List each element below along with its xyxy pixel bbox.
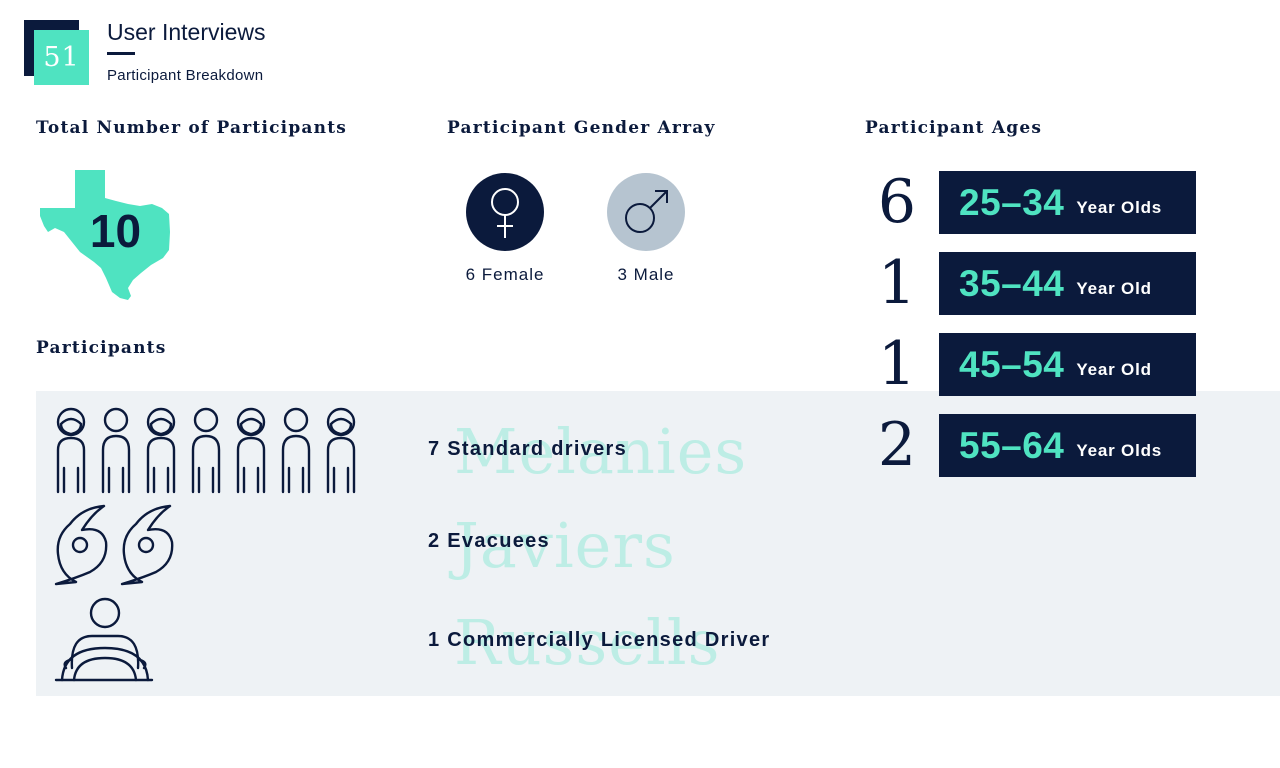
age-unit-3: Year Old	[1076, 359, 1152, 379]
age-range-1: 25–34	[959, 181, 1065, 223]
female-count-label: 6 Female	[465, 265, 545, 284]
total-participants-count: 10	[89, 205, 142, 257]
hurricane-icon	[54, 504, 174, 586]
age-range-4: 55–64	[959, 424, 1065, 466]
page-subtitle: Participant Breakdown	[107, 67, 264, 84]
driver-steering-wheel-icon	[54, 597, 154, 682]
age-unit-2: Year Old	[1076, 278, 1152, 298]
age-count-2: 1	[877, 248, 917, 318]
page-number-badge: 51	[34, 30, 89, 85]
age-unit-1: Year Olds	[1076, 197, 1163, 217]
ghost-name-1: Melanies	[454, 415, 748, 488]
title-divider	[107, 52, 135, 55]
age-count-4: 2	[877, 410, 917, 480]
page-title: User Interviews	[107, 19, 266, 45]
age-count-3: 1	[877, 329, 917, 399]
ghost-name-3: Russells	[454, 606, 721, 679]
age-unit-4: Year Olds	[1076, 440, 1163, 460]
age-count-1: 6	[877, 167, 917, 237]
ghost-name-2: Javiers	[454, 509, 676, 582]
age-range-box-3: 45–54 Year Old	[939, 333, 1196, 396]
male-count-label: 3 Male	[617, 265, 675, 284]
male-icon	[607, 173, 685, 251]
age-range-3: 45–54	[959, 343, 1065, 385]
gender-heading: Participant Gender Array	[447, 118, 716, 138]
age-range-box-4: 55–64 Year Olds	[939, 414, 1196, 477]
standard-drivers-label: 7 Standard drivers	[428, 438, 628, 460]
age-range-box-2: 35–44 Year Old	[939, 252, 1196, 315]
age-range-2: 35–44	[959, 262, 1065, 304]
participants-heading: Participants	[36, 338, 167, 358]
commercial-driver-label: 1 Commercially Licensed Driver	[428, 629, 771, 651]
total-heading: Total Number of Participants	[36, 118, 348, 138]
person-icon-group	[56, 407, 356, 494]
ages-heading: Participant Ages	[865, 118, 1043, 138]
female-icon	[466, 173, 544, 251]
texas-state-icon	[40, 170, 170, 300]
age-range-box-1: 25–34 Year Olds	[939, 171, 1196, 234]
evacuees-label: 2 Evacuees	[428, 530, 550, 552]
